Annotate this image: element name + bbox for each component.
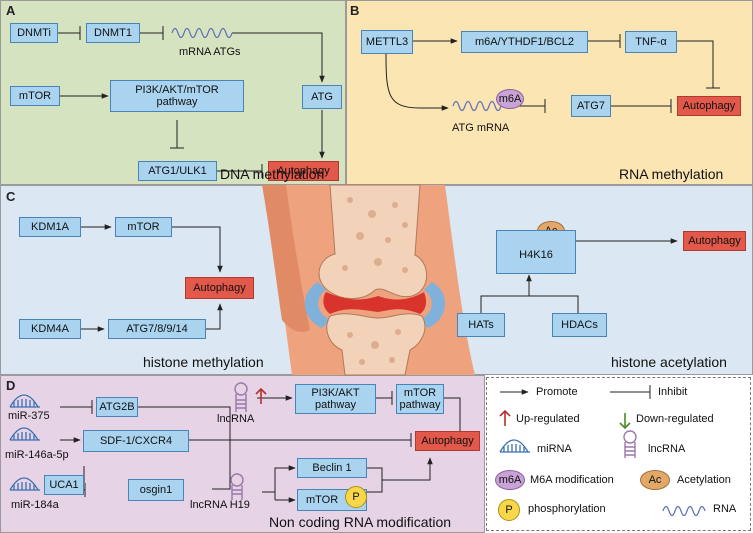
panel-b-title: RNA methylation <box>619 166 724 182</box>
legend-promote: Promote <box>536 386 578 398</box>
legend-lncrna: lncRNA <box>648 443 686 455</box>
mir-184a-label: miR-184a <box>11 499 59 511</box>
panel-d-title: Non coding RNA modification <box>269 514 452 530</box>
pi3k-akt-mtor-pathway-box: PI3K/AKT/mTOR pathway <box>110 80 244 112</box>
legend-phosphorylation: phosphorylation <box>528 503 606 515</box>
hats-box: HATs <box>457 313 505 337</box>
atg-mrna-label: ATG mRNA <box>452 122 510 134</box>
mrna-atgs-label: mRNA ATGs <box>179 46 241 58</box>
uca1-box: UCA1 <box>44 475 84 495</box>
legend-acetylation: Acetylation <box>677 474 731 486</box>
panel-a-label: A <box>6 3 16 18</box>
panel-d-label: D <box>6 378 16 393</box>
tnf-alpha-box: TNF-α <box>625 31 677 53</box>
kdm1a-box: KDM1A <box>19 217 81 237</box>
panel-b <box>346 0 753 185</box>
mettl3-box: METTL3 <box>361 30 413 54</box>
dnmti-box: DNMTi <box>10 23 58 43</box>
legend-panel <box>486 377 751 531</box>
m6a-ythdf1-bcl2-box: m6A/YTHDF1/BCL2 <box>461 31 588 53</box>
legend-m6a-modification: M6A modification <box>530 474 614 486</box>
autophagy-box-c-left: Autophagy <box>185 277 254 299</box>
legend-phospho-badge: P <box>498 499 520 521</box>
mtor-box-a: mTOR <box>10 86 60 106</box>
panel-a-title: DNA methylation <box>220 166 325 182</box>
panel-b-label: B <box>350 3 360 18</box>
legend-inhibit: Inhibit <box>658 386 688 398</box>
beclin-1-box: Beclin 1 <box>297 458 367 478</box>
mir-375-label: miR-375 <box>8 410 50 422</box>
legend-m6a-badge: m6A <box>495 470 525 490</box>
sdf1-cxcr4-box: SDF-1/CXCR4 <box>83 430 189 452</box>
dnmt1-box: DNMT1 <box>86 23 140 43</box>
panel-c-title-left: histone methylation <box>143 354 264 370</box>
legend-mirna: miRNA <box>537 443 572 455</box>
panel-c-label: C <box>6 189 16 204</box>
atg-box: ATG <box>302 85 342 109</box>
osgin1-box: osgin1 <box>128 479 184 501</box>
mir-146a-5p-label: miR-146a-5p <box>5 449 69 461</box>
lncrna-h19-label: lncRNA H19 <box>190 499 250 511</box>
panel-c-title-right: histone acetylation <box>611 354 727 370</box>
m6a-badge: m6A <box>496 89 524 109</box>
autophagy-box-b: Autophagy <box>677 96 741 116</box>
legend-down-regulated: Down-regulated <box>636 413 714 425</box>
atg1-ulk1-box: ATG1/ULK1 <box>138 161 217 181</box>
autophagy-box-a: Autophagy <box>268 161 339 181</box>
legend-rna: RNA <box>713 503 737 515</box>
autophagy-box-c-right: Autophagy <box>683 231 746 251</box>
h4k16-box: H4K16 <box>496 230 576 274</box>
mirna-icon <box>9 394 530 491</box>
phospho-badge: P <box>345 486 367 508</box>
legend-up-regulated: Up-regulated <box>516 413 580 425</box>
atg7-8-9-14-box: ATG7/8/9/14 <box>108 319 206 339</box>
lncrna-icon <box>230 382 637 500</box>
coiled-rna-icon <box>171 27 706 517</box>
atg2b-box: ATG2B <box>96 397 138 417</box>
mtor-box-c: mTOR <box>115 217 172 237</box>
hdacs-box: HDACs <box>552 313 607 337</box>
mtor-pathway-box: mTOR pathway <box>396 384 444 414</box>
autophagy-box-d: Autophagy <box>415 431 480 451</box>
atg7-box: ATG7 <box>571 95 611 117</box>
kdm4a-box: KDM4A <box>19 319 81 339</box>
lncrna-label: lncRNA <box>217 413 255 425</box>
legend-acetyl-badge: Ac <box>640 470 670 490</box>
pi3k-akt-pathway-box: PI3K/AKT pathway <box>295 384 376 414</box>
